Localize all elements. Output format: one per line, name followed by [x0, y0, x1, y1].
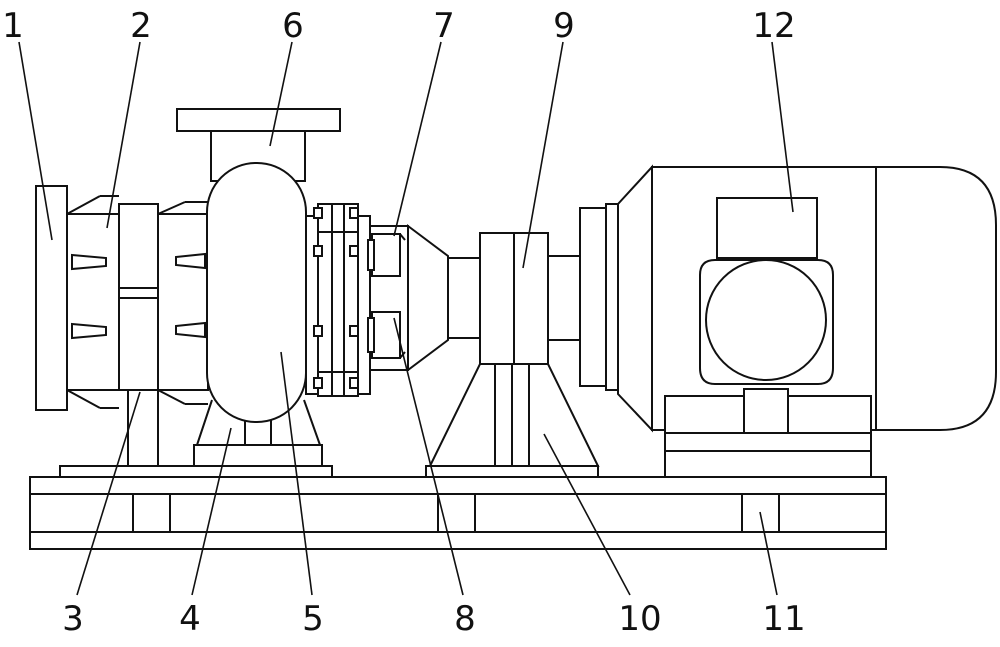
label-2: 2	[130, 6, 152, 46]
label-10: 10	[618, 599, 661, 639]
label-1: 1	[2, 6, 24, 46]
leader-line-9	[522, 41, 564, 269]
leader-line-4	[191, 427, 232, 596]
leader-line-6	[269, 41, 293, 147]
leader-line-3	[76, 391, 141, 596]
label-8: 8	[454, 599, 476, 639]
label-5: 5	[302, 599, 324, 639]
volute-casing	[206, 162, 307, 423]
coupling-flange	[305, 203, 371, 397]
label-3: 3	[62, 599, 84, 639]
leader-line-2	[106, 41, 141, 229]
casing-cone	[157, 201, 209, 405]
motor-mount	[664, 388, 872, 478]
base-frame	[29, 476, 887, 550]
bearing-housing	[367, 224, 449, 372]
motor-flange	[579, 203, 619, 391]
leader-line-8	[393, 317, 464, 596]
support-column	[118, 203, 159, 467]
label-9: 9	[553, 6, 575, 46]
inlet-cone	[66, 195, 120, 409]
part-labels: 1 2 3 4 5 6 7 8 9 10 11 12	[2, 6, 805, 639]
motor	[617, 164, 997, 433]
leader-line-10	[543, 433, 631, 596]
leader-line-1	[18, 41, 53, 241]
label-4: 4	[179, 599, 201, 639]
label-11: 11	[762, 599, 805, 639]
label-6: 6	[282, 6, 304, 46]
leader-line-11	[759, 511, 778, 596]
leader-line-12	[771, 41, 794, 213]
leader-lines	[18, 41, 794, 596]
inlet-flange	[35, 185, 68, 411]
drive-shaft	[447, 257, 481, 339]
label-12: 12	[752, 6, 795, 46]
leader-line-5	[280, 351, 313, 596]
label-7: 7	[433, 6, 455, 46]
leader-line-7	[393, 41, 442, 237]
bearing-block	[479, 232, 581, 365]
pump-base-plate	[59, 465, 333, 478]
